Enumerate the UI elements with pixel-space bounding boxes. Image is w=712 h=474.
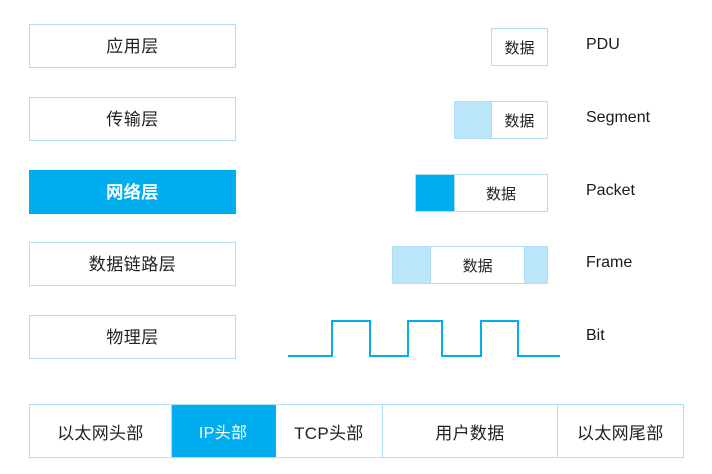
pdu-box-transport: 数据	[454, 101, 548, 139]
encap-cell-ethernet-header[interactable]: 以太网头部	[30, 405, 172, 457]
layer-box-network[interactable]: 网络层	[29, 170, 236, 214]
layer-label: 应用层	[106, 36, 159, 56]
layer-box-transport[interactable]: 传输层	[29, 97, 236, 141]
pdu-box-data-link: 数据	[392, 246, 548, 284]
pdu-segment-header	[416, 175, 454, 211]
encap-cell-ip-header[interactable]: IP头部	[171, 405, 276, 457]
encap-cell-user-data[interactable]: 用户数据	[383, 405, 558, 457]
layer-box-physical[interactable]: 物理层	[29, 315, 236, 359]
layer-label: 物理层	[106, 327, 159, 347]
pdu-segment-data: 数据	[429, 247, 526, 283]
layer-box-data-link[interactable]: 数据链路层	[29, 242, 236, 286]
pdu-segment-trailer	[525, 247, 547, 283]
pdu-segment-data: 数据	[490, 102, 547, 138]
pdu-name-pdu: PDU	[586, 36, 620, 53]
pdu-box-application: 数据	[491, 28, 548, 66]
pdu-name-segment: Segment	[586, 109, 651, 126]
bit-waveform-icon	[288, 320, 560, 357]
pdu-box-network: 数据	[415, 174, 548, 212]
pdu-name-frame: Frame	[586, 254, 633, 271]
encapsulation-bar: 以太网头部 IP头部 TCP头部 用户数据 以太网尾部	[29, 404, 684, 458]
layer-label: 传输层	[106, 109, 159, 129]
pdu-segment-header	[393, 247, 430, 283]
layer-label: 网络层	[106, 182, 159, 202]
pdu-segment-data: 数据	[492, 29, 547, 65]
layer-label: 数据链路层	[88, 254, 177, 274]
layer-box-application[interactable]: 应用层	[29, 24, 236, 68]
pdu-name-bit: Bit	[586, 327, 605, 344]
pdu-name-packet: Packet	[586, 182, 635, 199]
pdu-segment-data: 数据	[453, 175, 547, 211]
encap-cell-ethernet-trailer[interactable]: 以太网尾部	[557, 405, 683, 457]
encap-cell-tcp-header[interactable]: TCP头部	[275, 405, 384, 457]
pdu-segment-header	[455, 102, 491, 138]
